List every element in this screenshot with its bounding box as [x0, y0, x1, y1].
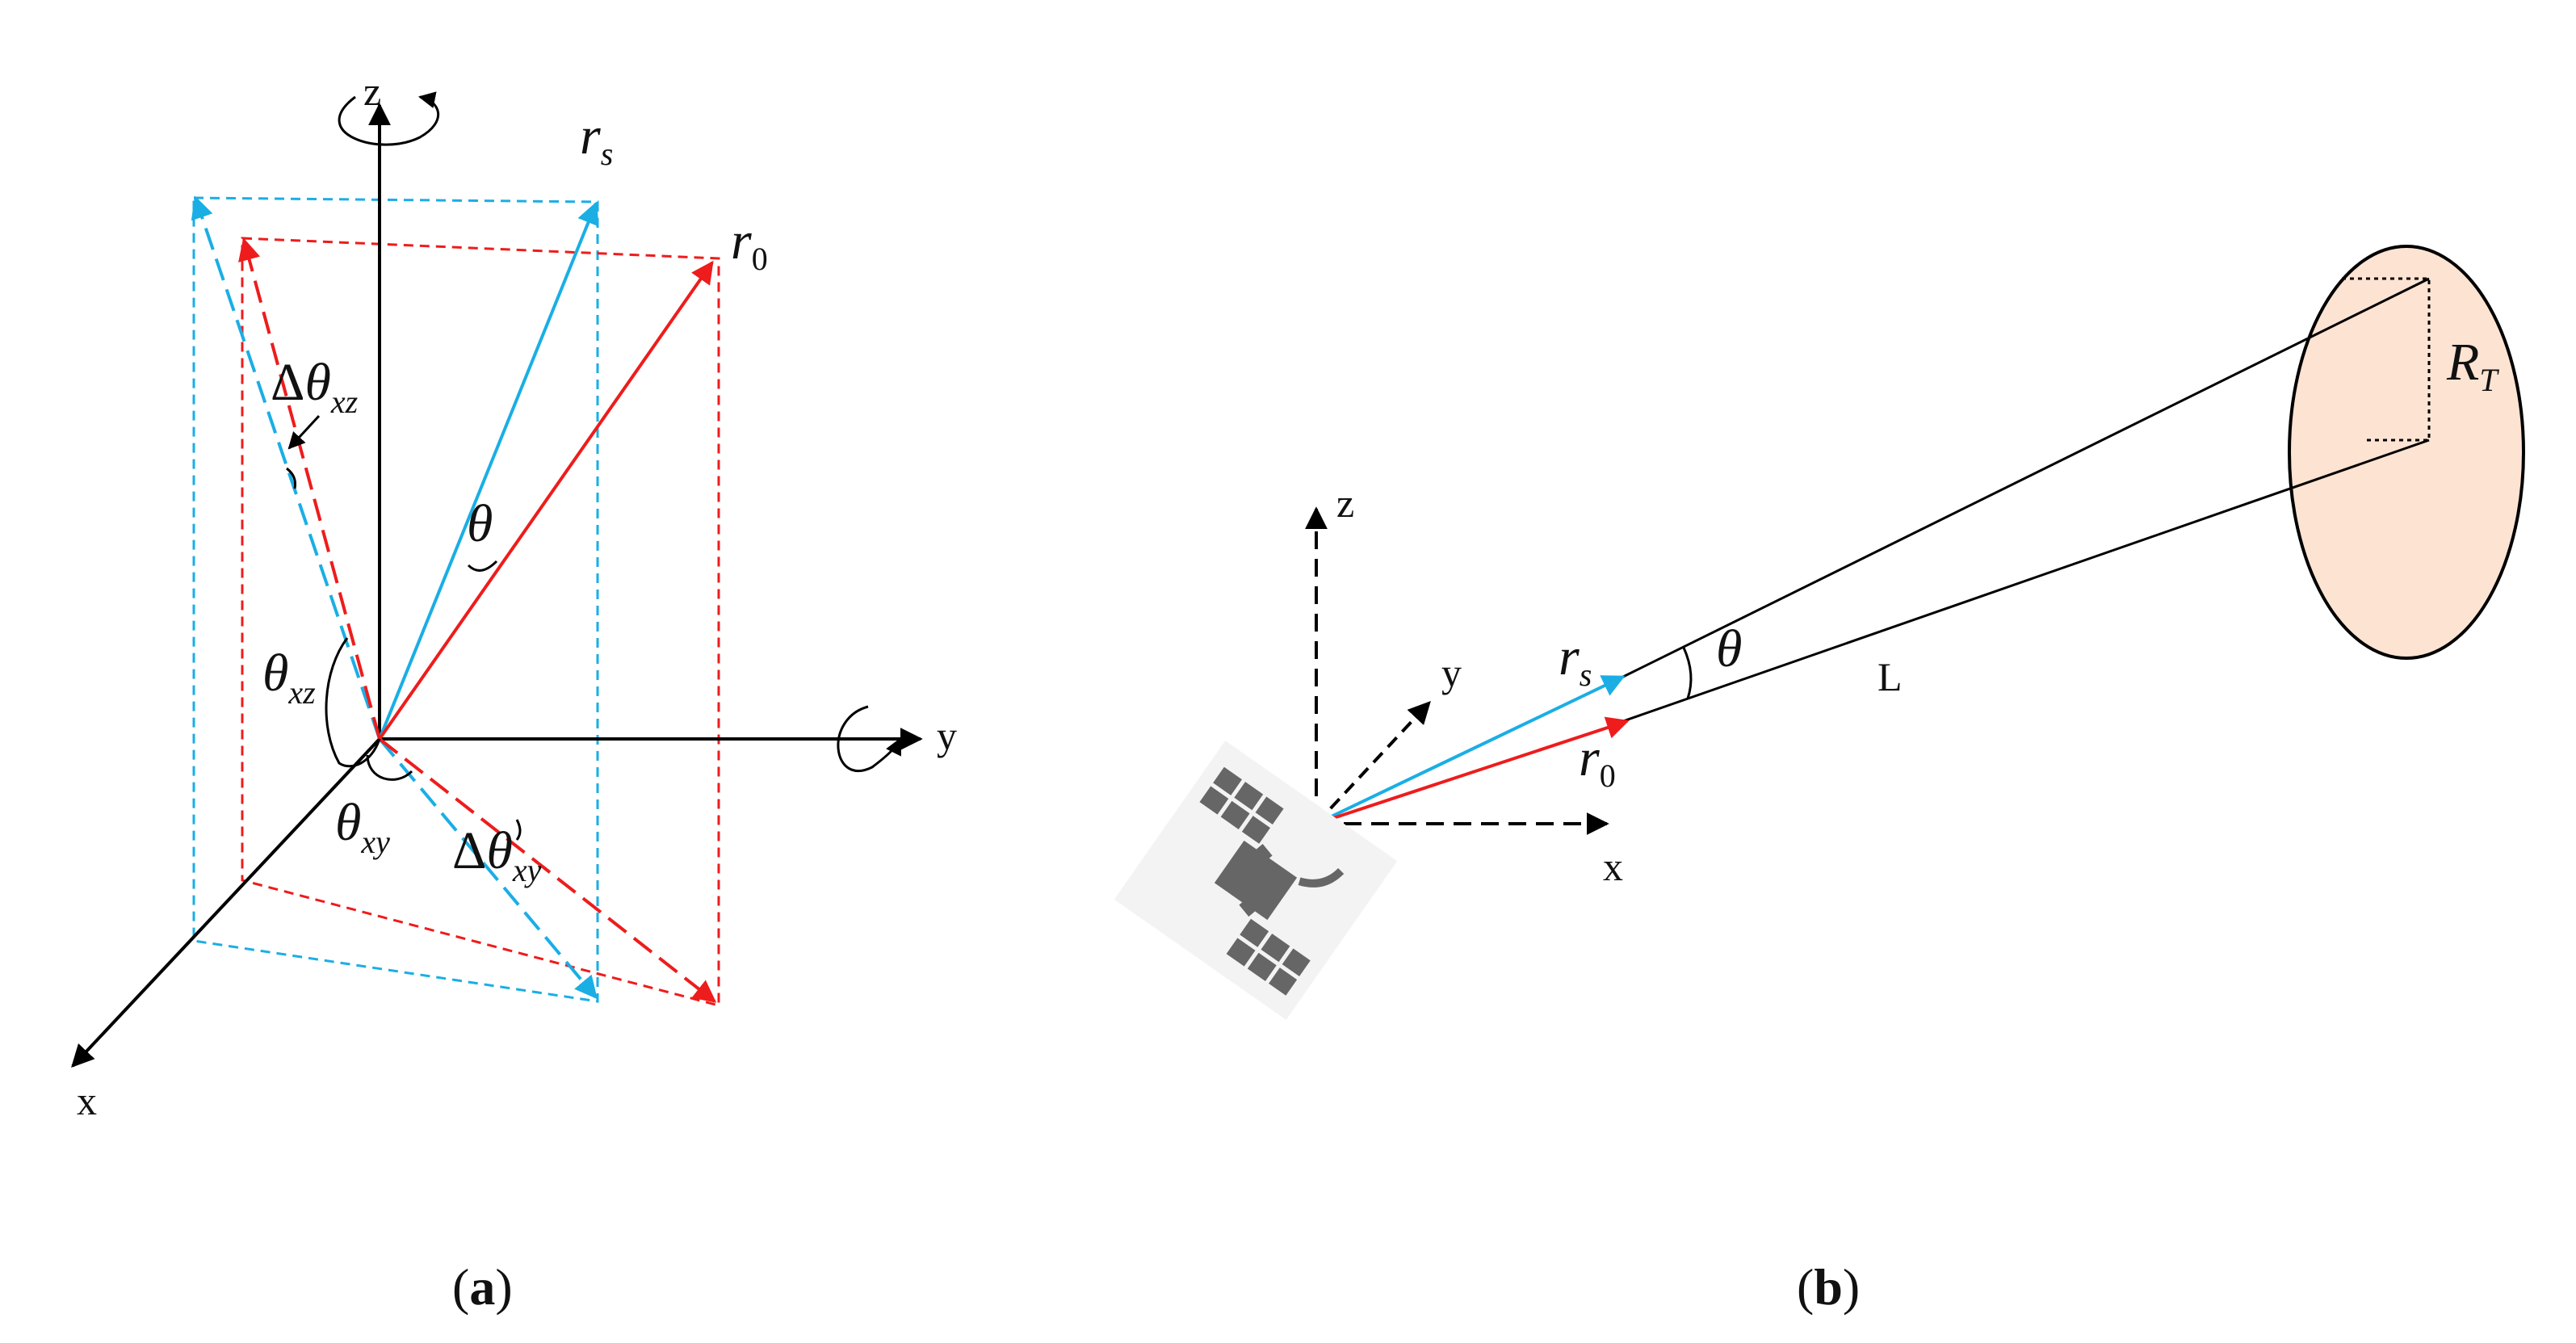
- satellite-icon: [1114, 741, 1398, 1020]
- delta-theta-xz-label: Δθxz: [271, 353, 359, 420]
- panel-b-caption: (b): [1797, 1258, 1860, 1316]
- rs-label-b: rs: [1559, 627, 1592, 693]
- theta-label: θ: [467, 494, 493, 553]
- delta-theta-xy-label: Δθxy: [452, 821, 542, 888]
- rs-vector: [378, 201, 599, 740]
- theta-xz-arc: [325, 637, 381, 768]
- target-radius-marker: [2342, 277, 2431, 442]
- blue-projection-plane: [192, 196, 599, 1003]
- z-axis-label: z: [363, 69, 381, 114]
- delta-theta-xz-arc: [286, 467, 296, 489]
- los-lower-line: [1622, 439, 2430, 723]
- x-axis-label-b: x: [1603, 844, 1623, 889]
- x-axis-label: x: [77, 1078, 97, 1123]
- distance-label: L: [1877, 654, 1903, 699]
- x-axis: [71, 737, 381, 1068]
- z-axis-label-b: z: [1336, 481, 1354, 526]
- target-radius-label: RT: [2446, 333, 2499, 398]
- theta-xy-label: θxy: [335, 793, 390, 860]
- r0-xy-projection: [378, 737, 717, 1003]
- target-disk: [2288, 245, 2525, 660]
- delta-theta-xy-arc: [515, 819, 522, 841]
- theta-xz-label: θxz: [262, 644, 316, 711]
- z-rotation-arrow: [338, 91, 439, 146]
- r0-vector: [378, 260, 714, 741]
- panel-a-caption: (a): [452, 1258, 513, 1316]
- rs-vector-b: [1315, 675, 1626, 825]
- r0-label-b: r0: [1579, 728, 1616, 794]
- r0-xz-projection: [238, 237, 381, 740]
- panel-a: z y x rs r0 θ Δθxz θxz θxy Δθxy (a): [71, 69, 957, 1316]
- theta-arc-b: [1682, 647, 1693, 699]
- y-axis-b: [1315, 700, 1431, 825]
- theta-label-b: θ: [1716, 619, 1742, 678]
- y-rotation-arrow: [837, 705, 902, 773]
- theta-xy-arc: [366, 754, 413, 781]
- r0-label: r0: [731, 212, 768, 277]
- rs-label: rs: [580, 107, 613, 172]
- los-upper-line: [1622, 277, 2430, 678]
- theta-arc: [467, 560, 498, 572]
- y-axis-label-b: y: [1441, 650, 1462, 695]
- panel-b: z y x rs r0 θ L RT (b): [1114, 245, 2525, 1316]
- red-projection-plane: [241, 237, 720, 1007]
- y-axis-label: y: [937, 713, 957, 758]
- delta-theta-xz-pointer: [287, 414, 321, 450]
- rs-xy-projection: [378, 737, 598, 1000]
- r0-vector-b: [1315, 716, 1630, 825]
